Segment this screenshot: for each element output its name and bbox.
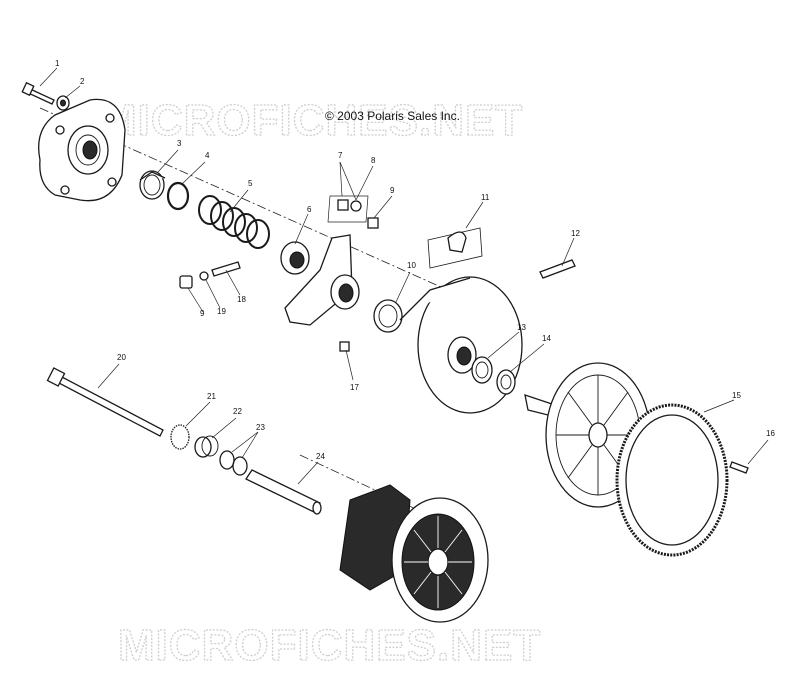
part-19-washer (199, 271, 209, 281)
callout-11: 11 (481, 193, 490, 202)
watermark-top: MICROFICHES.NET (100, 96, 523, 145)
callout-18: 18 (237, 295, 246, 304)
part-10-bushing (373, 299, 403, 333)
callout-20: 20 (117, 353, 126, 362)
callout-21: 21 (207, 392, 216, 401)
part-9-nut-upper (367, 217, 379, 229)
part-15-ring-gear (615, 403, 729, 557)
watermark-bottom: MICROFICHES.NET (118, 621, 541, 670)
callout-12: 12 (571, 229, 580, 238)
callout-5: 5 (248, 179, 253, 188)
callout-15: 15 (732, 391, 741, 400)
part-1-bolt (21, 81, 55, 105)
part-24-tube (245, 469, 322, 515)
part-12-pin (539, 259, 576, 279)
leader-lines (39, 67, 769, 485)
part-14-ring (496, 369, 516, 395)
part-spider-arm (284, 234, 360, 326)
part-11-label (427, 227, 483, 269)
callout-23: 23 (256, 423, 265, 432)
part-16-bolt (729, 461, 749, 474)
part-7-8-nut-washer (327, 195, 369, 223)
part-6-roller (280, 241, 310, 275)
part-20-shaft (46, 367, 164, 437)
callout-3: 3 (177, 139, 182, 148)
part-drive-clutch (339, 484, 489, 623)
part-2-washer (56, 95, 70, 111)
callout-19: 19 (217, 307, 226, 316)
callout-22: 22 (233, 407, 242, 416)
callout-numbers: 1 2 3 4 5 6 7 8 9 9 10 11 12 13 14 15 16… (55, 59, 775, 461)
part-21-washer (170, 424, 190, 450)
callout-14: 14 (542, 334, 551, 343)
part-9-bolt-lower (179, 275, 193, 289)
callout-24: 24 (316, 452, 325, 461)
part-18-pin (211, 261, 241, 277)
part-3-bushing (139, 170, 166, 200)
callout-9-lower: 9 (200, 309, 205, 318)
callout-1: 1 (55, 59, 60, 68)
callout-17: 17 (350, 383, 359, 392)
part-5-spring (198, 195, 270, 249)
callout-7: 7 (338, 151, 343, 160)
callout-4: 4 (205, 151, 210, 160)
centerline-main (39, 107, 471, 301)
part-4-snap-ring (166, 181, 190, 211)
callout-16: 16 (766, 429, 775, 438)
copyright-notice: © 2003 Polaris Sales Inc. (325, 109, 460, 123)
part-moveable-sheave (399, 276, 523, 414)
callout-6: 6 (307, 205, 312, 214)
part-cover-plate (38, 98, 126, 202)
part-22-bushing (194, 435, 219, 458)
part-17-nut (339, 341, 350, 352)
part-13-ring (471, 356, 493, 384)
callout-13: 13 (517, 323, 526, 332)
callout-10: 10 (407, 261, 416, 270)
callout-2: 2 (80, 77, 85, 86)
callout-8: 8 (371, 156, 376, 165)
callout-9-upper: 9 (390, 186, 395, 195)
part-23-o-rings (219, 450, 248, 476)
